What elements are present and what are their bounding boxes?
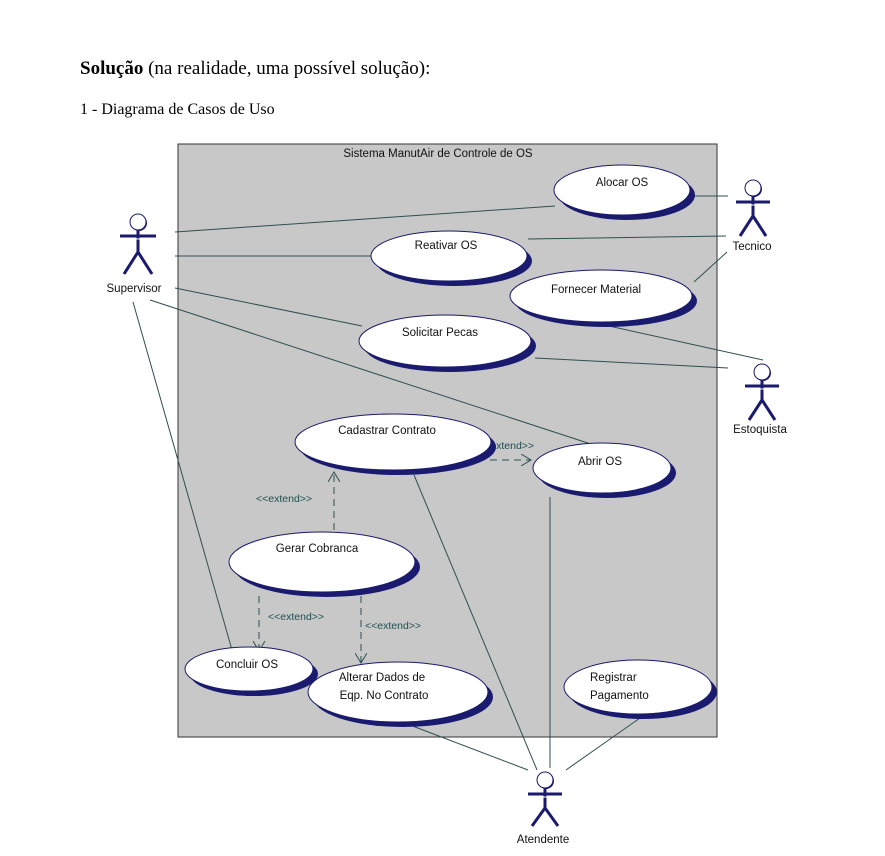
use-case-abrir-os-label: Abrir OS [578,456,622,468]
stick-figure-icon [120,213,156,275]
actor-tecnico-label: Tecnico [733,241,772,253]
use-case-registrar-pagamento-label-1: Registrar [590,672,637,684]
assoc-estoquista-fornecer [599,323,764,361]
stereo-gerar-concluir: <<extend>> [268,611,324,623]
actor-estoquista-label: Estoquista [733,424,787,436]
subsection-heading: 1 - Diagrama de Casos de Uso [80,101,275,118]
actor-supervisor-label: Supervisor [107,283,162,295]
use-case-abrir-os: Abrir OS [532,442,676,498]
extend-relations [259,460,531,663]
system-name: Sistema ManutAir de Controle de OS [343,148,533,160]
use-case-alocar-os: Alocar OS [553,164,695,220]
actor-atendente-label: Atendente [517,834,569,846]
stereo-gerar-cadastrar: <<extend>> [256,493,312,505]
use-case-registrar-pagamento-label-2: Pagamento [590,690,649,702]
use-case-concluir-os-label: Concluir OS [216,659,278,671]
assoc-tecnico-fornecer [693,251,728,283]
use-case-fornecer-material-label: Fornecer Material [551,284,641,296]
associations [132,195,764,771]
assoc-supervisor-alocar [174,205,556,233]
assoc-atendente-alterar [401,721,529,771]
use-case-cadastrar-contrato: Cadastrar Contrato [294,413,496,475]
use-case-solicitar-pecas-label: Solicitar Pecas [402,327,478,339]
stereo-gerar-alterar: <<extend>> [365,620,421,632]
assoc-estoquista-solicitar [534,357,729,369]
assoc-tecnico-reativar [527,235,727,240]
heading-rest: (na realidade, uma possível solução): [143,58,431,79]
assoc-atendente-cadastrar [413,474,538,771]
use-case-registrar-pagamento: Registrar Pagamento [563,659,717,719]
use-case-gerar-cobranca-label: Gerar Cobranca [276,543,359,555]
actor-atendente: Atendente [517,771,569,846]
use-case-fornecer-material: Fornecer Material [509,269,697,327]
stick-figure-icon [736,179,770,237]
stick-figure-icon [745,363,779,421]
assoc-supervisor-concluir [132,301,233,651]
use-case-cadastrar-contrato-label: Cadastrar Contrato [338,425,436,437]
use-case-alocar-os-label: Alocar OS [596,177,649,189]
use-case-concluir-os: Concluir OS [184,646,318,696]
heading-bold: Solução [80,58,144,79]
use-case-alterar-dados-label-2: Eqp. No Contrato [340,690,429,702]
assoc-supervisor-abrir [149,299,601,448]
assoc-supervisor-solicitar [174,287,363,327]
use-case-reativar-os-label: Reativar OS [415,240,478,252]
actor-tecnico: Tecnico [733,179,772,253]
assoc-atendente-registrar [565,717,641,771]
use-case-alterar-dados-label-1: Alterar Dados de [339,672,425,684]
use-case-reativar-os: Reativar OS [370,230,532,286]
actor-estoquista: Estoquista [733,363,787,436]
use-case-alterar-dados: Alterar Dados de Eqp. No Contrato [307,661,493,727]
use-case-gerar-cobranca: Gerar Cobranca [228,531,420,597]
actor-supervisor: Supervisor [107,213,162,295]
use-case-solicitar-pecas: Solicitar Pecas [358,314,536,372]
stick-figure-icon [528,771,562,827]
section-heading: Solução (na realidade, uma possível solu… [80,58,430,80]
